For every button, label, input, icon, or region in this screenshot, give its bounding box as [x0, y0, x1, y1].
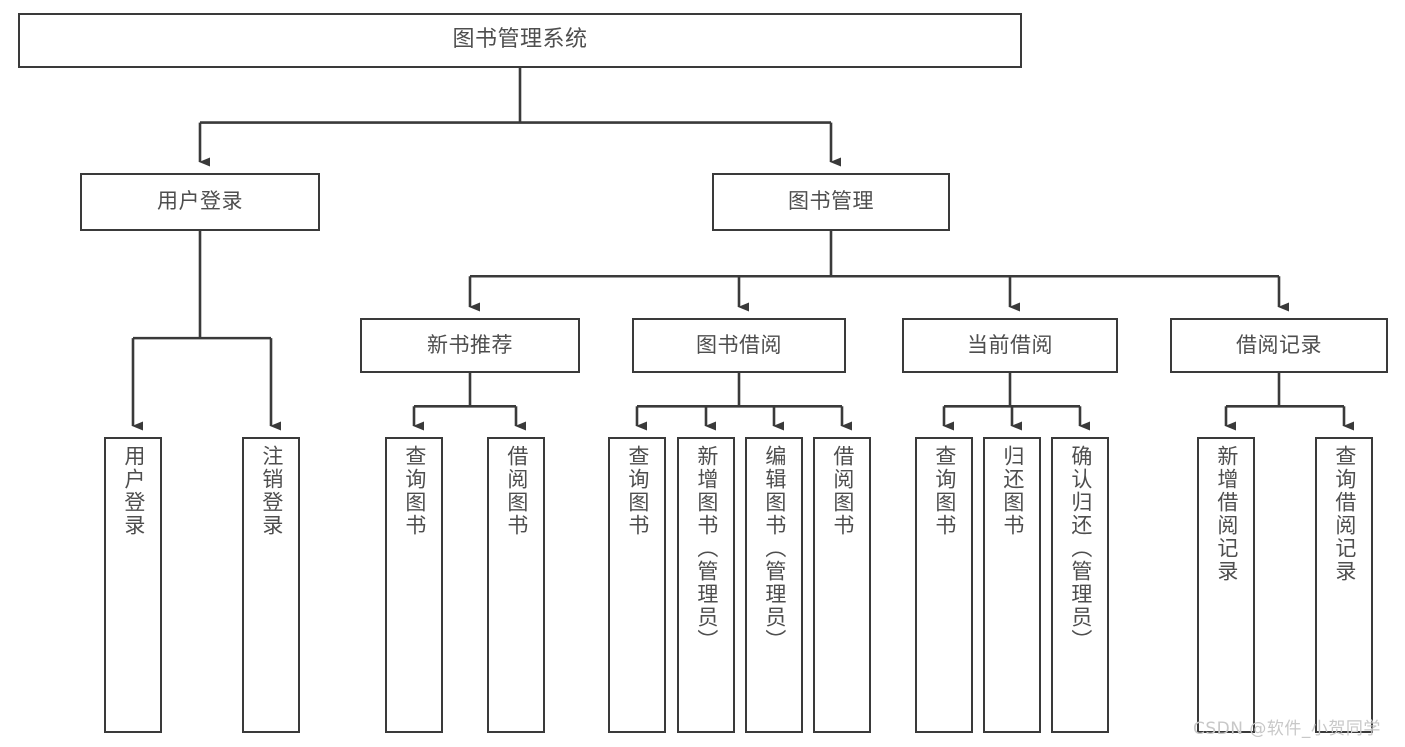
node-label: 图书管理系统: [452, 27, 588, 53]
node-label: 用户登录: [157, 189, 243, 214]
node-label: 当前借阅: [967, 332, 1053, 357]
node-label: 用户登录: [121, 445, 146, 537]
node-leaf-rec-1[interactable]: 新增借阅记录: [1197, 437, 1255, 733]
node-newbook[interactable]: 新书推荐: [360, 318, 580, 373]
node-label: 查询图书: [402, 445, 427, 537]
csdn-watermark: CSDN @软件_小贺同学: [1193, 719, 1381, 739]
node-label: 借阅图书: [830, 445, 855, 537]
node-leaf-borrow-3[interactable]: 编辑图书（管理员）: [745, 437, 803, 733]
node-leaf-cur-1[interactable]: 查询图书: [915, 437, 973, 733]
node-leaf-borrow-4[interactable]: 借阅图书: [813, 437, 871, 733]
node-label: 图书借阅: [696, 332, 782, 357]
node-leaf-rec-2[interactable]: 查询借阅记录: [1315, 437, 1373, 733]
node-label: 新书推荐: [427, 332, 513, 357]
node-label: 查询借阅记录: [1332, 445, 1357, 583]
node-leaf-cur-3[interactable]: 确认归还（管理员）: [1051, 437, 1109, 733]
node-label: 注销登录: [259, 445, 284, 537]
node-label: 借阅图书: [504, 445, 529, 537]
node-label: 图书管理: [788, 189, 874, 214]
node-leaf-login-1[interactable]: 用户登录: [104, 437, 162, 733]
node-label: 新增借阅记录: [1214, 445, 1239, 583]
node-leaf-borrow-1[interactable]: 查询图书: [608, 437, 666, 733]
node-root[interactable]: 图书管理系统: [18, 13, 1022, 68]
node-leaf-new-1[interactable]: 查询图书: [385, 437, 443, 733]
node-leaf-new-2[interactable]: 借阅图书: [487, 437, 545, 733]
node-label: 归还图书: [1000, 445, 1025, 537]
node-label: 借阅记录: [1236, 332, 1322, 357]
node-login[interactable]: 用户登录: [80, 173, 320, 231]
node-label: 新增图书（管理员）: [694, 445, 719, 652]
node-leaf-login-2[interactable]: 注销登录: [242, 437, 300, 733]
node-records[interactable]: 借阅记录: [1170, 318, 1388, 373]
node-label: 查询图书: [625, 445, 650, 537]
node-leaf-borrow-2[interactable]: 新增图书（管理员）: [677, 437, 735, 733]
node-label: 编辑图书（管理员）: [762, 445, 787, 652]
node-label: 确认归还（管理员）: [1068, 445, 1093, 652]
node-leaf-cur-2[interactable]: 归还图书: [983, 437, 1041, 733]
node-borrow[interactable]: 图书借阅: [632, 318, 846, 373]
node-bookmgmt[interactable]: 图书管理: [712, 173, 950, 231]
node-current[interactable]: 当前借阅: [902, 318, 1118, 373]
node-label: 查询图书: [932, 445, 957, 537]
